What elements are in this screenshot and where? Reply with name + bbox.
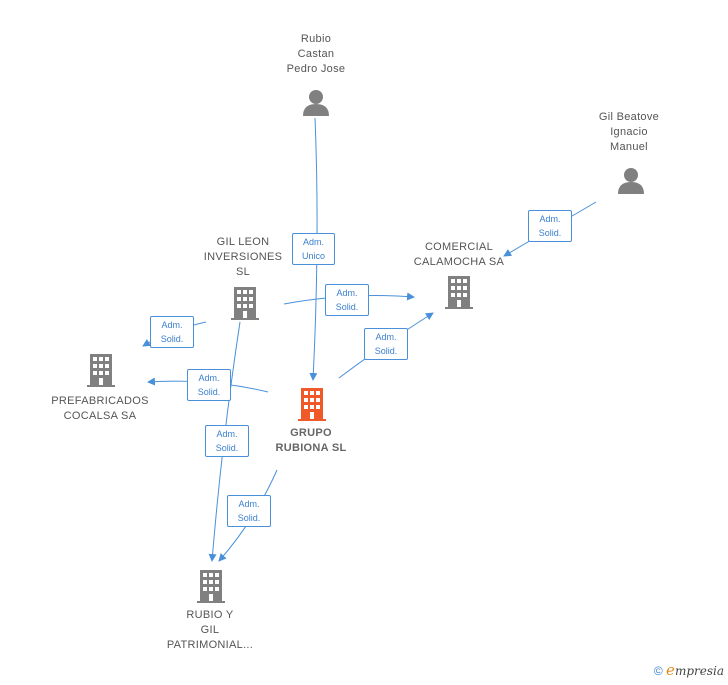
edge-label-gilbeatove-comercial: Adm. Solid.	[528, 210, 572, 242]
node-label-gil-beatove[interactable]: Gil Beatove Ignacio Manuel	[598, 111, 660, 153]
building-icon-rubio-gil[interactable]	[197, 570, 225, 603]
building-icon-grupo-rubiona[interactable]	[298, 388, 326, 421]
edge-label-gilleon-rubiogil: Adm. Solid.	[205, 425, 249, 457]
node-label-rubio-castan[interactable]: Rubio Castan Pedro Jose	[286, 33, 346, 75]
empresia-logo-initial: e	[666, 661, 675, 679]
edge-label-grupo-prefabricados: Adm. Solid.	[187, 369, 231, 401]
building-icon-prefabricados[interactable]	[87, 354, 115, 387]
node-label-prefabricados[interactable]: PREFABRICADOS COCALSA SA	[51, 395, 149, 422]
empresia-logo-text: mpresia	[674, 664, 724, 678]
node-label-gil-leon[interactable]: GIL LEON INVERSIONES SL	[203, 236, 283, 278]
node-label-rubio-gil[interactable]: RUBIO Y GIL PATRIMONIAL...	[166, 609, 254, 651]
edge-label-gilleon-comercial: Adm. Solid.	[325, 284, 369, 316]
node-label-grupo-rubiona[interactable]: GRUPO RUBIONA SL	[275, 427, 347, 454]
empresia-watermark: © empresia	[654, 661, 724, 679]
node-label-comercial-calamocha[interactable]: COMERCIAL CALAMOCHA SA	[413, 241, 505, 268]
edge-label-gilleon-prefabricados: Adm. Solid.	[150, 316, 194, 348]
building-icon-gil-leon[interactable]	[231, 287, 259, 320]
edge-label-grupo-comercial: Adm. Solid.	[364, 328, 408, 360]
person-icon-gil-beatove[interactable]	[618, 168, 644, 194]
edge-label-adm-unico: Adm. Unico	[292, 233, 335, 265]
edge-label-grupo-rubiogil: Adm. Solid.	[227, 495, 271, 527]
person-icon-rubio-castan[interactable]	[303, 90, 329, 116]
copyright-icon: ©	[653, 664, 663, 678]
building-icon-comercial-calamocha[interactable]	[445, 276, 473, 309]
